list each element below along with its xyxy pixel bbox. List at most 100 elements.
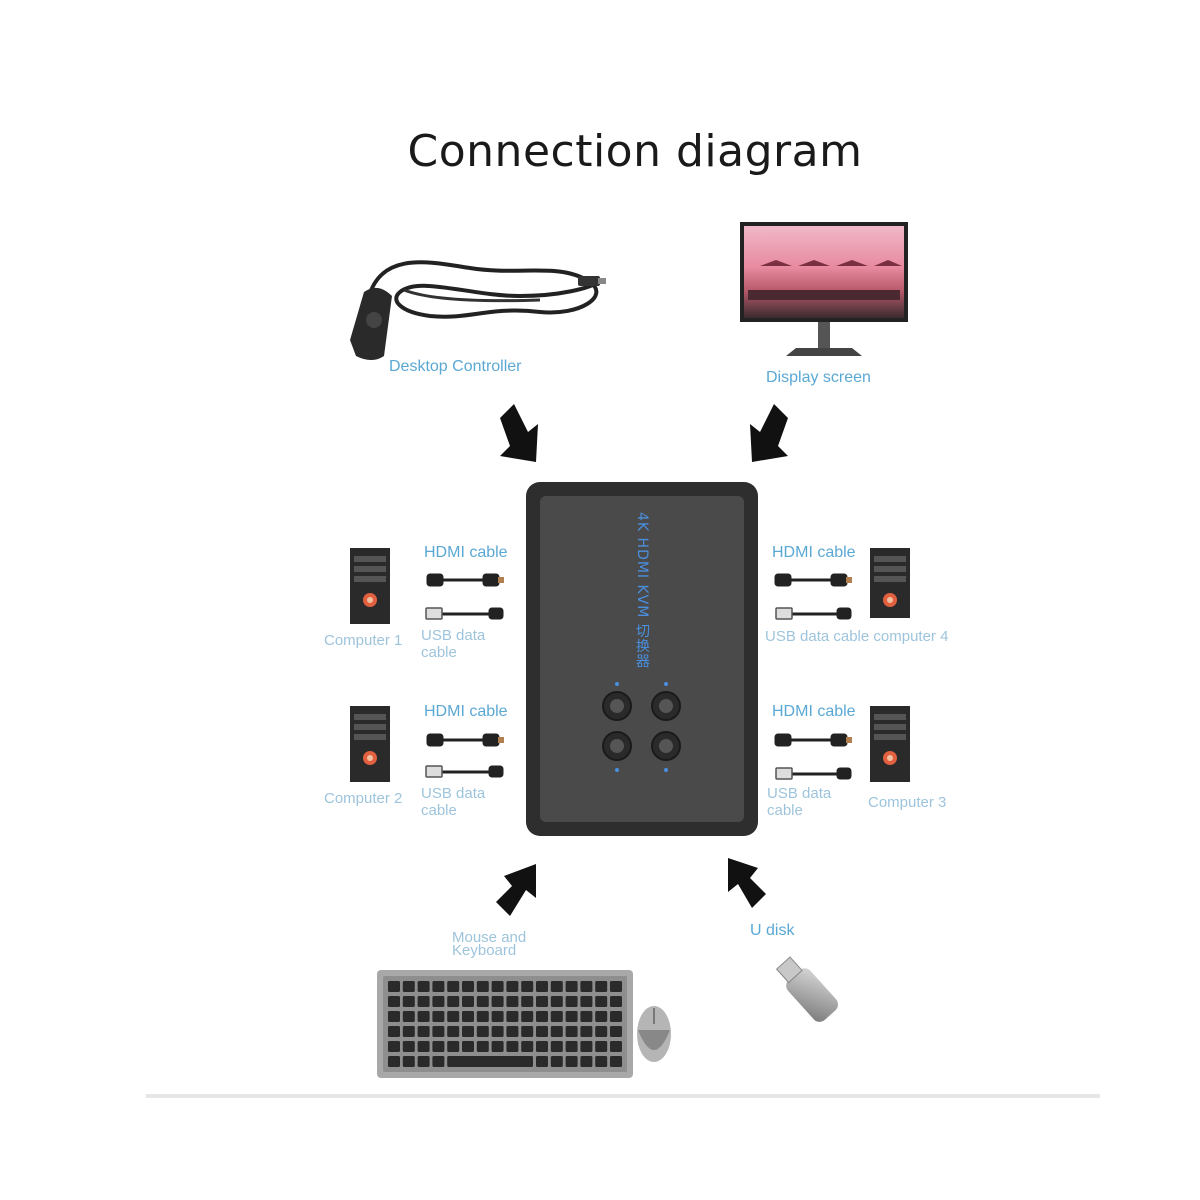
keyboard-key: [417, 1041, 430, 1052]
keyboard-key: [447, 996, 460, 1007]
keyboard-key: [610, 981, 622, 992]
keyboard-key: [476, 1011, 489, 1022]
keyboard-key: [491, 1026, 504, 1037]
keyboard-key: [491, 981, 504, 992]
keyboard-key: [402, 1041, 415, 1052]
keyboard-key: [595, 996, 608, 1007]
keyboard-key: [550, 1026, 563, 1037]
computer-tower-icon: [350, 706, 390, 782]
keyboard-key: [417, 996, 430, 1007]
label-hdmi-cable-4: HDMI cable: [772, 544, 856, 561]
keyboard-key: [432, 981, 445, 992]
keyboard-key: [432, 1011, 445, 1022]
label-u-disk: U disk: [750, 922, 795, 939]
arrow-display: [750, 404, 788, 462]
label-display-screen: Display screen: [766, 369, 871, 386]
keyboard-key: [580, 996, 593, 1007]
keyboard-key: [402, 996, 415, 1007]
keyboard-key: [462, 1041, 474, 1052]
device-panel-text: 4K HDMI KVM 切换器: [634, 512, 650, 669]
keyboard-key: [388, 996, 400, 1007]
keyboard-key: [521, 996, 534, 1007]
keyboard-key: [462, 981, 474, 992]
keyboard-key: [610, 1011, 622, 1022]
mouse-icon: [637, 1006, 671, 1062]
label-computer-1: Computer 1: [324, 632, 403, 649]
keyboard-key: [506, 1011, 519, 1022]
keyboard-key: [417, 1026, 430, 1037]
keyboard-key: [417, 981, 430, 992]
keyboard-key: [610, 996, 622, 1007]
keyboard-key: [388, 981, 400, 992]
label-usb-cable-computer-4: USB data cable computer 4: [765, 628, 949, 645]
keyboard-key: [388, 1041, 400, 1052]
arrows: [496, 404, 788, 916]
keyboard-key: [536, 1011, 548, 1022]
keyboard-key: [595, 1026, 608, 1037]
keyboard-key: [506, 1026, 519, 1037]
keyboard-key: [536, 981, 548, 992]
keyboard-key: [447, 1026, 460, 1037]
keyboard-key: [506, 996, 519, 1007]
keyboard-key: [565, 1026, 578, 1037]
keyboard-key: [402, 1011, 415, 1022]
keyboard-key: [580, 981, 593, 992]
computer-tower-icon: [350, 548, 390, 624]
label-usb-cable-2: USB data cable: [421, 785, 486, 819]
keyboard-key: [521, 1011, 534, 1022]
keyboard-key: [506, 981, 519, 992]
keyboard-key: [521, 981, 534, 992]
keyboard-key: [447, 1011, 460, 1022]
diagram-title: Connection diagram: [407, 126, 863, 177]
keyboard-key: [565, 1011, 578, 1022]
keyboard-key: [521, 1041, 534, 1052]
keyboard-key: [462, 1026, 474, 1037]
keyboard-key: [610, 1041, 622, 1052]
keyboard-key: [550, 1041, 563, 1052]
keyboard-key: [402, 1026, 415, 1037]
keyboard-key: [462, 1011, 474, 1022]
keyboard-key: [432, 1041, 445, 1052]
keyboard-key: [476, 996, 489, 1007]
keyboard-key: [417, 1011, 430, 1022]
keyboard-key: [595, 981, 608, 992]
keyboard-spacebar: [447, 1056, 533, 1067]
keyboard-key: [580, 1041, 593, 1052]
keyboard-key: [491, 996, 504, 1007]
keyboard-key: [595, 1041, 608, 1052]
computer-tower-icon: [870, 706, 910, 782]
keyboard-key: [536, 1056, 548, 1067]
label-hdmi-cable-2: HDMI cable: [424, 703, 508, 720]
keyboard-key: [402, 981, 415, 992]
keyboard-key: [447, 981, 460, 992]
keyboard-key: [610, 1056, 622, 1067]
keyboard-key: [417, 1056, 430, 1067]
keyboard-key: [432, 1056, 445, 1067]
label-hdmi-cable-3: HDMI cable: [772, 703, 856, 720]
keyboard-key: [565, 1041, 578, 1052]
keyboard-icon: [377, 970, 633, 1078]
arrow-keyboard: [496, 864, 536, 916]
keyboard-key: [432, 996, 445, 1007]
keyboard-key: [550, 996, 563, 1007]
label-hdmi-cable-1: HDMI cable: [424, 544, 508, 561]
keyboard-key: [447, 1041, 460, 1052]
keyboard-key: [610, 1026, 622, 1037]
label-usb-cable-1: USB data cable: [421, 627, 486, 661]
keyboard-key: [580, 1026, 593, 1037]
keyboard-key: [388, 1011, 400, 1022]
keyboard-key: [580, 1056, 593, 1067]
keyboard-key: [580, 1011, 593, 1022]
keyboard-key: [462, 996, 474, 1007]
bottom-divider: [146, 1094, 1100, 1098]
desktop-controller-icon: [350, 260, 606, 360]
keyboard-key: [432, 1026, 445, 1037]
arrow-udisk: [728, 858, 766, 908]
keyboard-key: [550, 1056, 563, 1067]
keyboard-key: [536, 1041, 548, 1052]
keyboard-key: [476, 1026, 489, 1037]
label-computer-3: Computer 3: [868, 794, 947, 811]
label-computer-2: Computer 2: [324, 790, 403, 807]
cables: [425, 573, 852, 780]
keyboard-key: [536, 1026, 548, 1037]
